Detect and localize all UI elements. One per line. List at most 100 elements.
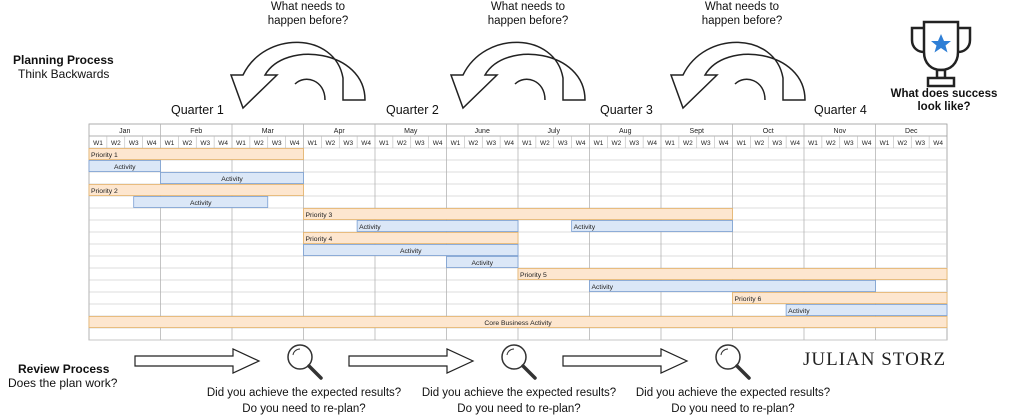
week-label: W1 xyxy=(308,140,318,147)
activity-bar xyxy=(356,220,519,232)
review-question-3: Did you achieve the expected results?Do … xyxy=(635,387,831,415)
month-label: Feb xyxy=(190,128,202,135)
week-label: W1 xyxy=(379,140,389,147)
activity-bar xyxy=(589,280,876,292)
week-label: W2 xyxy=(540,140,550,147)
week-label: W1 xyxy=(880,140,890,147)
priority-bar xyxy=(732,292,948,304)
activity-label: Activity xyxy=(592,284,614,291)
week-label: W2 xyxy=(182,140,192,147)
week-label: W4 xyxy=(576,140,586,147)
activity-bar xyxy=(133,196,269,208)
activity-label: Activity xyxy=(788,308,810,315)
week-label: W1 xyxy=(522,140,532,147)
brand-logo: JULIAN STORZ xyxy=(803,349,947,370)
month-label: May xyxy=(404,128,418,135)
month-label: Dec xyxy=(905,128,918,135)
u-turn-arrow-icon-2 xyxy=(449,41,586,110)
week-label: W2 xyxy=(826,140,836,147)
activity-label: Activity xyxy=(471,260,493,267)
review-question-1: Did you achieve the expected results?Do … xyxy=(206,387,402,415)
week-label: W2 xyxy=(754,140,764,147)
week-label: W3 xyxy=(343,140,353,147)
week-label: W3 xyxy=(272,140,282,147)
priority-label: Core Business Activity xyxy=(484,320,552,327)
review-process-subtitle: Does the plan work? xyxy=(8,376,118,390)
month-label: June xyxy=(475,128,490,135)
activity-label: Activity xyxy=(114,164,136,171)
week-label: W3 xyxy=(129,140,139,147)
week-label: W2 xyxy=(397,140,407,147)
month-label: July xyxy=(548,128,561,135)
priority-bar xyxy=(303,208,733,220)
magnifier-icon-1 xyxy=(287,344,323,380)
week-label: W3 xyxy=(200,140,210,147)
week-label: W2 xyxy=(611,140,621,147)
month-label: Mar xyxy=(262,128,275,135)
priority-label: Priority 5 xyxy=(520,272,547,279)
week-label: W2 xyxy=(254,140,264,147)
week-label: W1 xyxy=(594,140,604,147)
week-label: W1 xyxy=(165,140,175,147)
planning-process-subtitle: Think Backwards xyxy=(18,67,110,81)
priority-label: Priority 4 xyxy=(306,236,333,243)
right-arrow-icon-3 xyxy=(562,348,689,374)
week-label: W4 xyxy=(147,140,157,147)
activity-bar xyxy=(446,256,519,268)
activity-label: Activity xyxy=(574,224,596,231)
week-label: W3 xyxy=(915,140,925,147)
week-label: W3 xyxy=(844,140,854,147)
planning-process-title: Planning Process xyxy=(13,53,114,67)
week-label: W3 xyxy=(558,140,568,147)
priority-bar xyxy=(88,148,304,160)
week-label: W1 xyxy=(665,140,675,147)
priority-label: Priority 6 xyxy=(735,296,762,303)
week-label: W2 xyxy=(111,140,121,147)
activity-bar xyxy=(88,160,161,172)
activity-label: Activity xyxy=(221,176,243,183)
week-label: W1 xyxy=(808,140,818,147)
magnifier-icon-2 xyxy=(501,344,537,380)
priority-label: Priority 3 xyxy=(306,212,333,219)
week-label: W4 xyxy=(647,140,657,147)
u-turn-arrow-icon-1 xyxy=(229,41,366,110)
week-label: W4 xyxy=(218,140,228,147)
activity-bar xyxy=(160,172,304,184)
week-label: W3 xyxy=(415,140,425,147)
activity-label: Activity xyxy=(359,224,381,231)
month-label: Nov xyxy=(834,128,847,135)
quarter-3-label: Quarter 3 xyxy=(600,103,653,117)
week-label: W1 xyxy=(236,140,246,147)
week-label: W2 xyxy=(468,140,478,147)
week-label: W4 xyxy=(504,140,514,147)
priority-bar xyxy=(88,316,948,328)
week-label: W2 xyxy=(325,140,335,147)
priority-label: Priority 1 xyxy=(91,152,118,159)
week-label: W4 xyxy=(719,140,729,147)
activity-bar xyxy=(571,220,733,232)
priority-bar xyxy=(88,184,304,196)
review-process-title: Review Process xyxy=(18,362,110,376)
month-label: Jan xyxy=(119,128,130,135)
quarter-1-label: Quarter 1 xyxy=(171,103,224,117)
activity-bar xyxy=(303,244,519,256)
week-label: W2 xyxy=(683,140,693,147)
magnifier-icon-3 xyxy=(715,344,751,380)
activity-bar xyxy=(785,304,948,316)
right-arrow-icon-1 xyxy=(134,348,261,374)
activity-label: Activity xyxy=(400,248,422,255)
week-label: W4 xyxy=(361,140,371,147)
week-label: W1 xyxy=(451,140,461,147)
week-label: W1 xyxy=(93,140,103,147)
week-label: W3 xyxy=(772,140,782,147)
right-arrow-icon-2 xyxy=(348,348,475,374)
week-label: W4 xyxy=(790,140,800,147)
month-label: Apr xyxy=(334,128,346,135)
week-label: W3 xyxy=(629,140,639,147)
quarter-2-label: Quarter 2 xyxy=(386,103,439,117)
priority-bar xyxy=(517,268,948,280)
